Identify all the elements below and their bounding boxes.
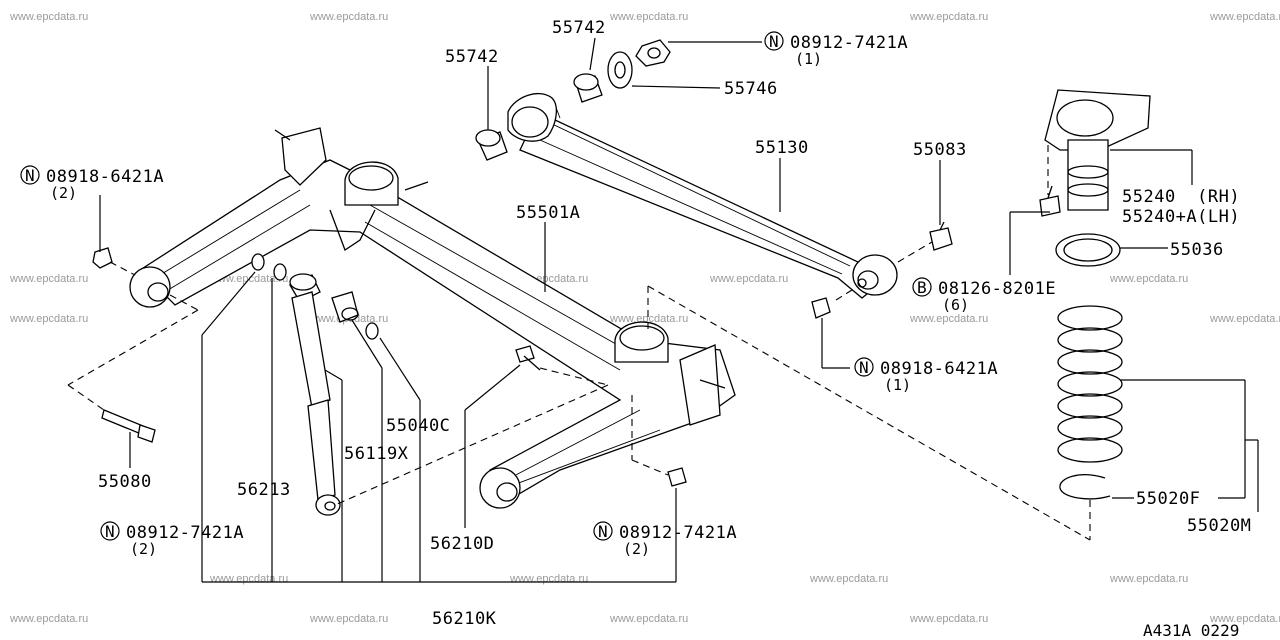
watermark: www.epcdata.ru: [609, 11, 688, 23]
part-number: 08912-7421A: [619, 523, 737, 543]
label-55742-top[interactable]: 55742: [552, 18, 606, 38]
label-55746[interactable]: 55746: [724, 79, 778, 99]
nut-symbol-icon: [100, 521, 120, 541]
watermark: www.epcdata.ru: [1109, 573, 1188, 585]
nut-symbol-letter: N: [105, 522, 115, 541]
nut-symbol-letter: N: [859, 358, 869, 377]
nut-symbol-icon: [854, 357, 874, 377]
watermark: www.epcdata.ru: [309, 613, 388, 625]
watermark: www.epcdata.ru: [609, 313, 688, 325]
label-56213[interactable]: 56213: [237, 480, 291, 500]
part-number: 08918-6421A: [46, 167, 164, 187]
label-55501A[interactable]: 55501A: [516, 203, 580, 223]
bushings-top: [475, 39, 671, 161]
coil-spring-drawing: [1057, 305, 1123, 500]
nut-symbol-letter: N: [598, 522, 608, 541]
quantity: (6): [942, 296, 969, 314]
fasteners-drawing: [92, 185, 1061, 487]
label-55240A[interactable]: 55240+A(LH): [1122, 207, 1240, 227]
watermark: www.epcdata.ru: [1209, 613, 1280, 625]
label-55036[interactable]: 55036: [1170, 240, 1224, 260]
watermark: www.epcdata.ru: [209, 573, 288, 585]
watermark: www.epcdata.ru: [9, 273, 88, 285]
label-56210D[interactable]: 56210D: [430, 534, 494, 554]
watermark: www.epcdata.ru: [1109, 273, 1188, 285]
part-number: 08918-6421A: [880, 359, 998, 379]
label-55130[interactable]: 55130: [755, 138, 809, 158]
label-56210K[interactable]: 56210K: [432, 609, 497, 629]
label-55080[interactable]: 55080: [98, 472, 152, 492]
watermark: www.epcdata.ru: [9, 613, 88, 625]
quantity: (2): [130, 540, 157, 558]
label-55020M[interactable]: 55020M: [1187, 516, 1251, 536]
watermark: www.epcdata.ru: [609, 613, 688, 625]
label-08918-left[interactable]: N 08918-6421A (2): [20, 165, 164, 202]
label-08912-left[interactable]: N 08912-7421A (2): [100, 521, 244, 558]
bolt-symbol-icon: [912, 277, 932, 297]
spring-seat-drawing: [1044, 89, 1151, 267]
nut-symbol-letter: N: [25, 166, 35, 185]
watermark: www.epcdata.ru: [709, 273, 788, 285]
watermarks: www.epcdata.ru www.epcdata.ru www.epcdat…: [9, 11, 1280, 625]
label-55020F[interactable]: 55020F: [1136, 489, 1200, 509]
watermark: www.epcdata.ru: [309, 11, 388, 23]
quantity: (1): [795, 50, 822, 68]
watermark: www.epcdata.ru: [909, 613, 988, 625]
diagram-reference-code: A431A 0229: [1143, 621, 1239, 640]
nut-symbol-icon: [764, 31, 784, 51]
part-number: 08126-8201E: [938, 279, 1056, 299]
watermark: www.epcdata.ru: [909, 313, 988, 325]
quantity: (2): [50, 184, 77, 202]
leader-lines: [99, 37, 1259, 583]
nut-symbol-icon: [20, 165, 40, 185]
label-55040C[interactable]: 55040C: [386, 416, 450, 436]
watermark: www.epcdata.ru: [9, 11, 88, 23]
part-labels: 55742 55742 N 08912-7421A (1) 55746 5513…: [20, 18, 1251, 640]
label-08912-top[interactable]: N 08912-7421A (1): [764, 31, 908, 68]
axle-beam-drawing: [129, 127, 736, 509]
label-08126[interactable]: B 08126-8201E (6): [912, 277, 1056, 314]
watermark: www.epcdata.ru: [9, 313, 88, 325]
quantity: (2): [623, 540, 650, 558]
nut-symbol-letter: N: [769, 32, 779, 51]
label-55240[interactable]: 55240 (RH): [1122, 187, 1240, 207]
part-number: 08912-7421A: [790, 33, 908, 53]
label-56119X[interactable]: 56119X: [344, 444, 409, 464]
watermark: www.epcdata.ru: [1209, 313, 1280, 325]
watermark: www.epcdata.ru: [909, 11, 988, 23]
watermark: www.epcdata.ru: [509, 573, 588, 585]
dashed-lines: [67, 145, 1091, 541]
nut-symbol-icon: [593, 521, 613, 541]
label-08918-right[interactable]: N 08918-6421A (1): [854, 357, 998, 394]
label-08912-right[interactable]: N 08912-7421A (2): [593, 521, 737, 558]
upper-link-drawing: [507, 93, 898, 299]
bolt-symbol-letter: B: [917, 278, 927, 297]
part-number: 08912-7421A: [126, 523, 244, 543]
watermark: www.epcdata.ru: [1209, 11, 1280, 23]
shock-absorber-drawing: [251, 253, 379, 516]
watermark: www.epcdata.ru: [809, 573, 888, 585]
label-55742-left[interactable]: 55742: [445, 47, 499, 67]
label-55083[interactable]: 55083: [913, 140, 967, 160]
quantity: (1): [884, 376, 911, 394]
